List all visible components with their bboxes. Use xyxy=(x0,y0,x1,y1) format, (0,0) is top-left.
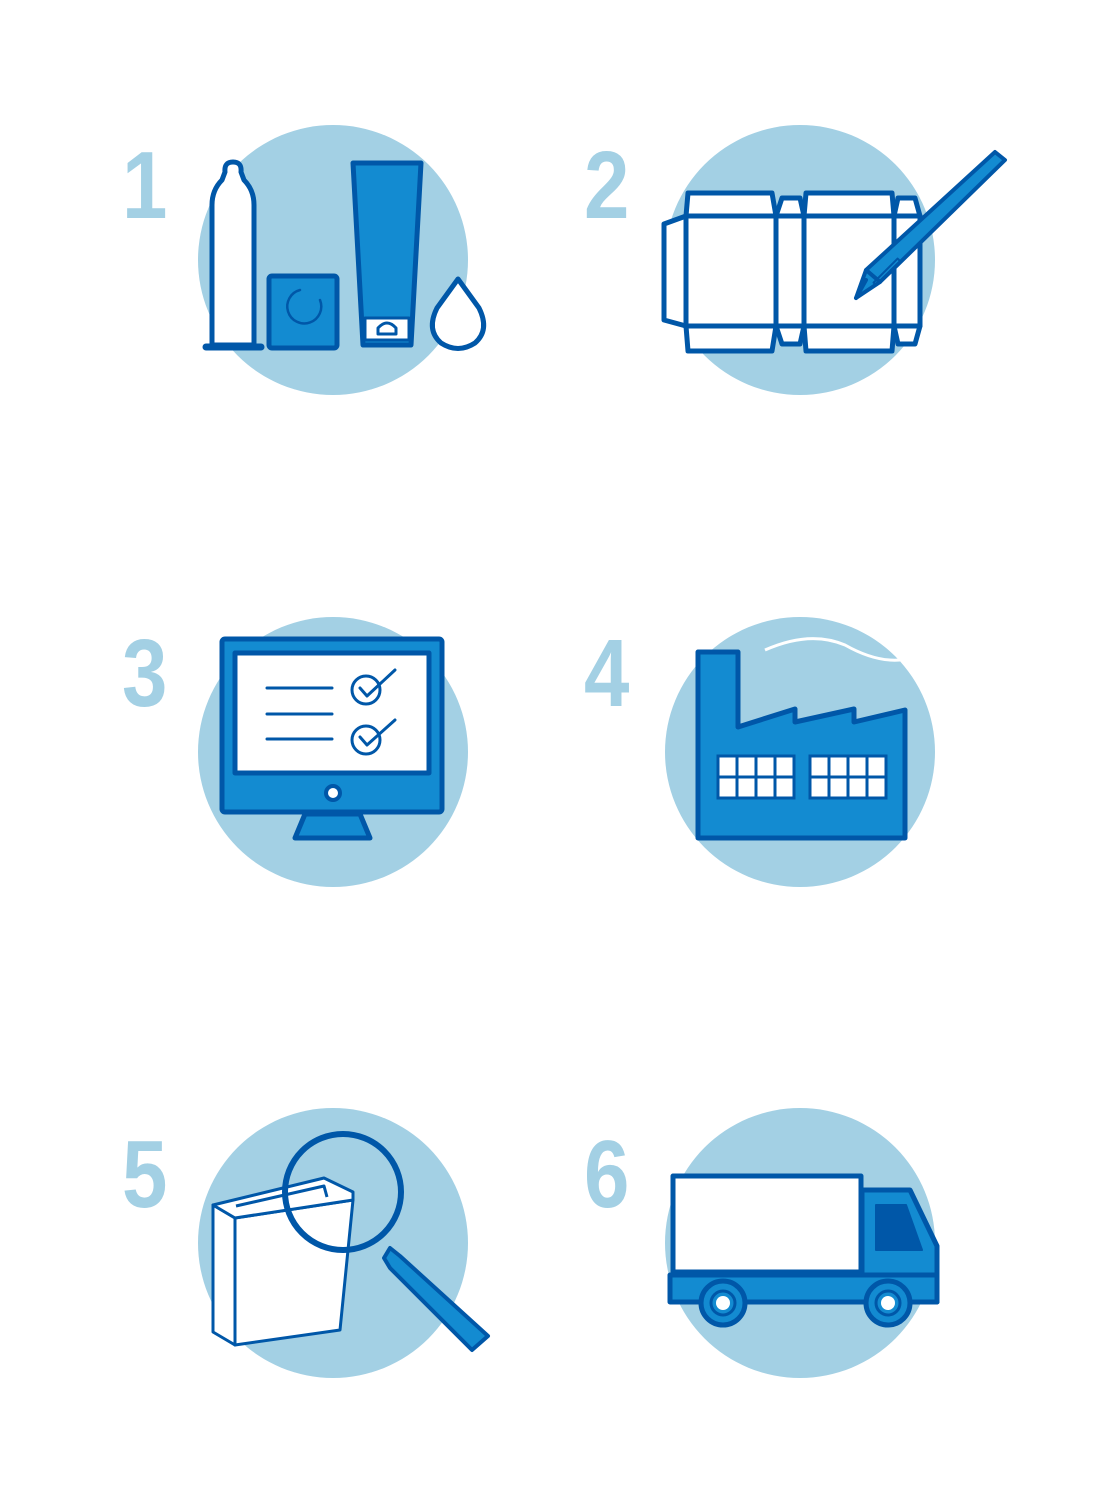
step-1: 1 xyxy=(0,110,548,410)
wheel-icon xyxy=(698,1278,748,1328)
smoke-icon xyxy=(764,637,901,662)
condom-icon xyxy=(209,159,257,348)
step-number: 4 xyxy=(584,620,630,727)
cargo-box-icon xyxy=(670,1173,864,1275)
checklist-icon xyxy=(265,668,397,756)
pen-icon xyxy=(854,150,1007,300)
step-number: 3 xyxy=(122,620,168,727)
magnifier-icon xyxy=(282,1131,490,1352)
lubricant-tube-icon xyxy=(350,160,424,348)
delivery-truck-icon xyxy=(667,1173,940,1328)
box-dieline-pen-icon xyxy=(661,150,1007,354)
step-number: 2 xyxy=(584,132,630,239)
step-3: 3 xyxy=(0,602,548,902)
step-number: 5 xyxy=(122,1121,168,1228)
monitor-checklist-icon xyxy=(219,636,445,841)
step-number: 1 xyxy=(122,132,168,239)
step-number: 6 xyxy=(584,1121,630,1228)
condom-wrapper-icon xyxy=(266,273,340,351)
step-4: 4 xyxy=(548,602,1096,902)
step-6: 6 xyxy=(548,1093,1096,1393)
step-2: 2 xyxy=(548,110,1096,410)
step-5: 5 xyxy=(0,1093,548,1393)
box-icon xyxy=(211,1203,237,1347)
box-magnifier-icon xyxy=(211,1131,490,1352)
drop-icon xyxy=(429,276,487,351)
condom-lubricant-icon xyxy=(202,159,487,351)
factory-icon xyxy=(695,637,908,841)
wheel-icon xyxy=(863,1278,913,1328)
